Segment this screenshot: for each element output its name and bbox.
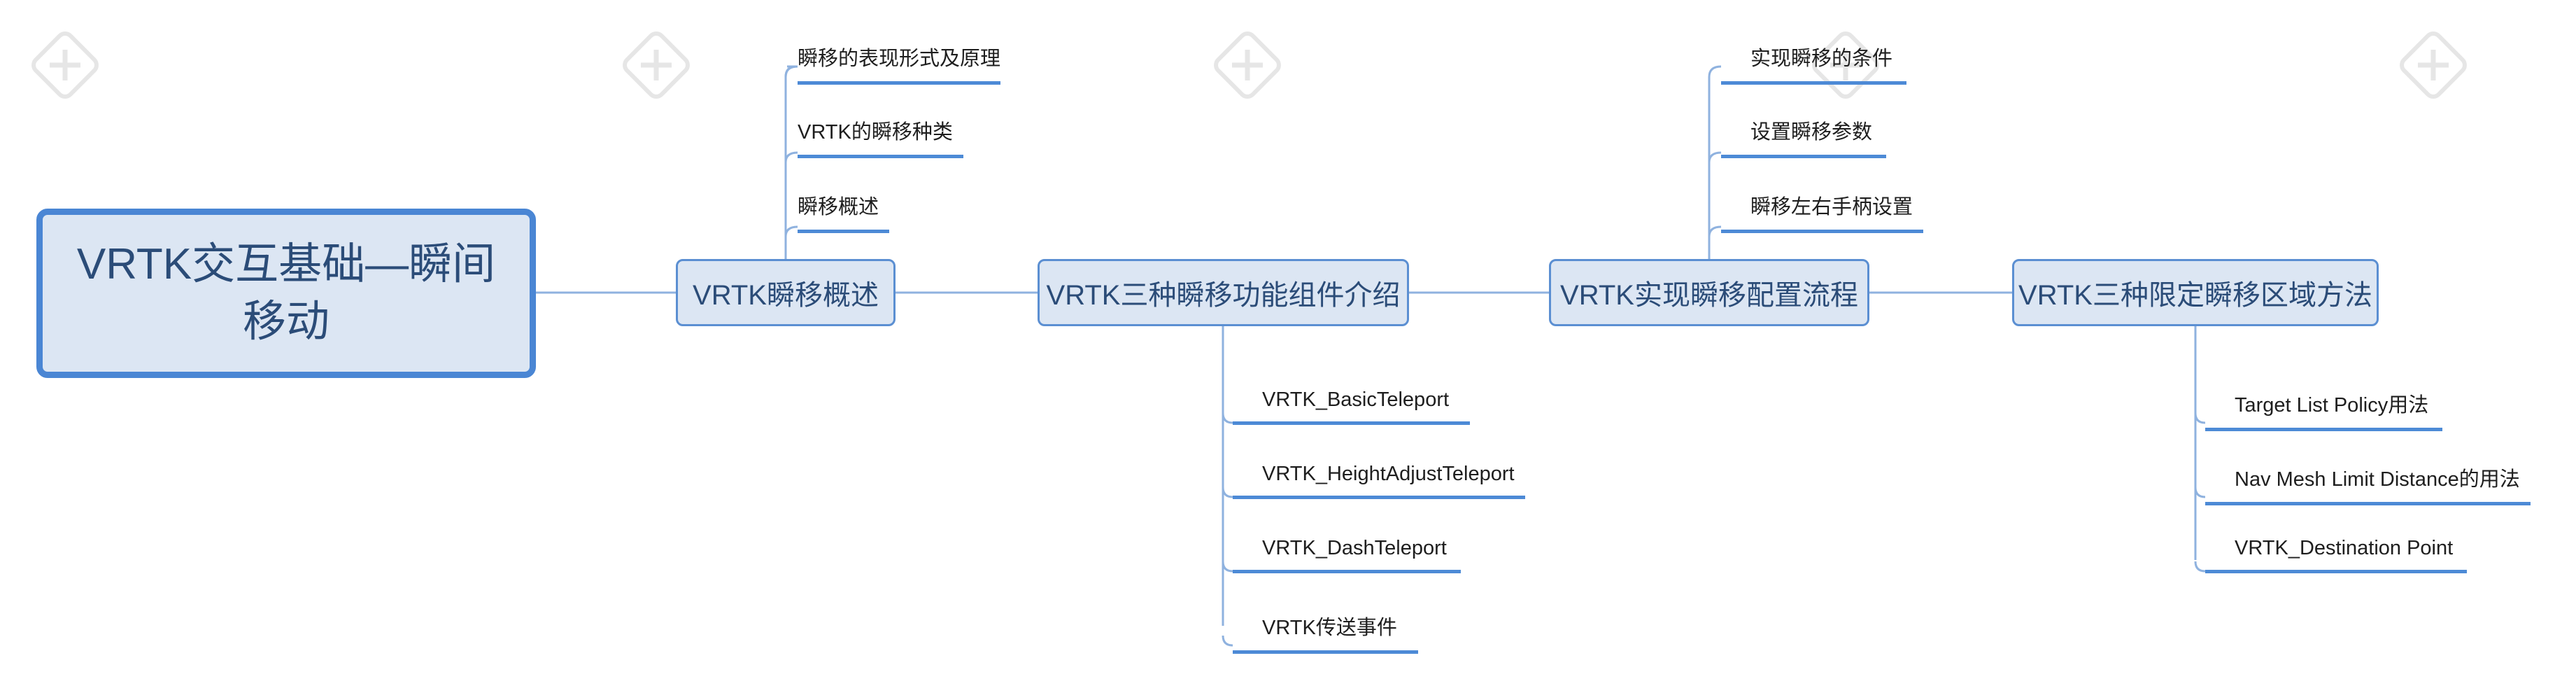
subtopic-label: 瞬移左右手柄设置 bbox=[1750, 196, 1913, 218]
connector-branch3-leaf3 bbox=[1708, 225, 1722, 237]
subtopic-branch4-1[interactable]: Target List Policy用法 bbox=[2205, 388, 2443, 431]
subtopic-branch4-3[interactable]: VRTK_Destination Point bbox=[2205, 537, 2468, 573]
connector-branch4-leaf3 bbox=[2194, 561, 2206, 573]
subtopic-branch1-2[interactable]: VRTK的瞬移种类 bbox=[798, 115, 963, 158]
subtopic-branch2-2[interactable]: VRTK_HeightAdjustTeleport bbox=[1233, 463, 1525, 499]
subtopic-branch3-2[interactable]: 设置瞬移参数 bbox=[1721, 115, 1887, 158]
root-topic[interactable]: VRTK交互基础—瞬间移动 bbox=[36, 209, 536, 378]
subtopic-branch4-2[interactable]: Nav Mesh Limit Distance的用法 bbox=[2205, 463, 2531, 505]
branch-topic-4[interactable]: VRTK三种限定瞬移区域方法 bbox=[2012, 259, 2379, 326]
connector-branch4-leaf2 bbox=[2194, 486, 2206, 498]
branch-topic-label: VRTK实现瞬移配置流程 bbox=[1560, 280, 1858, 311]
subtopic-label: 实现瞬移的条件 bbox=[1750, 48, 1893, 70]
connector-branch1-leaf2 bbox=[784, 151, 798, 163]
subtopic-label: 设置瞬移参数 bbox=[1750, 121, 1873, 144]
root-topic-label: VRTK交互基础—瞬间移动 bbox=[76, 240, 496, 346]
subtopic-branch2-4[interactable]: VRTK传送事件 bbox=[1233, 611, 1418, 654]
subtopic-branch3-1[interactable]: 实现瞬移的条件 bbox=[1721, 42, 1907, 85]
branch-topic-label: VRTK瞬移概述 bbox=[693, 280, 879, 311]
subtopic-label: Target List Policy用法 bbox=[2235, 394, 2429, 416]
connector-branch2-leaf2 bbox=[1222, 486, 1233, 498]
subtopic-label: VRTK_HeightAdjustTeleport bbox=[1262, 463, 1515, 485]
connector-branch3-leaf2 bbox=[1708, 151, 1722, 163]
subtopic-branch1-1[interactable]: 瞬移的表现形式及原理 bbox=[798, 42, 1001, 85]
subtopic-label: VRTK_BasicTeleport bbox=[1262, 388, 1450, 411]
subtopic-branch2-1[interactable]: VRTK_BasicTeleport bbox=[1233, 388, 1471, 425]
branch-topic-1[interactable]: VRTK瞬移概述 bbox=[676, 259, 896, 326]
subtopic-branch2-3[interactable]: VRTK_DashTeleport bbox=[1233, 537, 1461, 573]
subtopic-branch1-3[interactable]: 瞬移概述 bbox=[798, 190, 890, 233]
subtopic-label: 瞬移概述 bbox=[798, 196, 879, 218]
branch-topic-3[interactable]: VRTK实现瞬移配置流程 bbox=[1549, 259, 1869, 326]
subtopic-label: VRTK_Destination Point bbox=[2235, 537, 2454, 559]
subtopic-label: Nav Mesh Limit Distance的用法 bbox=[2235, 468, 2520, 491]
subtopic-label: 瞬移的表现形式及原理 bbox=[798, 48, 1001, 70]
connector-branch1-leaf1-curve bbox=[784, 65, 798, 78]
subtopic-label: VRTK_DashTeleport bbox=[1262, 537, 1447, 559]
connector-branch2-leaf3 bbox=[1222, 561, 1233, 573]
connector-branch1-leaf3 bbox=[784, 225, 798, 237]
subtopic-label: VRTK的瞬移种类 bbox=[798, 121, 953, 144]
connector-branch2-leaf1 bbox=[1222, 412, 1233, 424]
branch-topic-label: VRTK三种限定瞬移区域方法 bbox=[2018, 280, 2372, 311]
connector-branch4-leaf1 bbox=[2194, 412, 2206, 424]
subtopic-branch3-3[interactable]: 瞬移左右手柄设置 bbox=[1721, 190, 1924, 233]
branch-topic-label: VRTK三种瞬移功能组件介绍 bbox=[1046, 280, 1401, 311]
connector-branch3-leaf1 bbox=[1708, 65, 1722, 78]
subtopic-label: VRTK传送事件 bbox=[1262, 617, 1397, 639]
connector-branch2-leaf4 bbox=[1222, 635, 1233, 647]
branch-topic-2[interactable]: VRTK三种瞬移功能组件介绍 bbox=[1038, 259, 1409, 326]
